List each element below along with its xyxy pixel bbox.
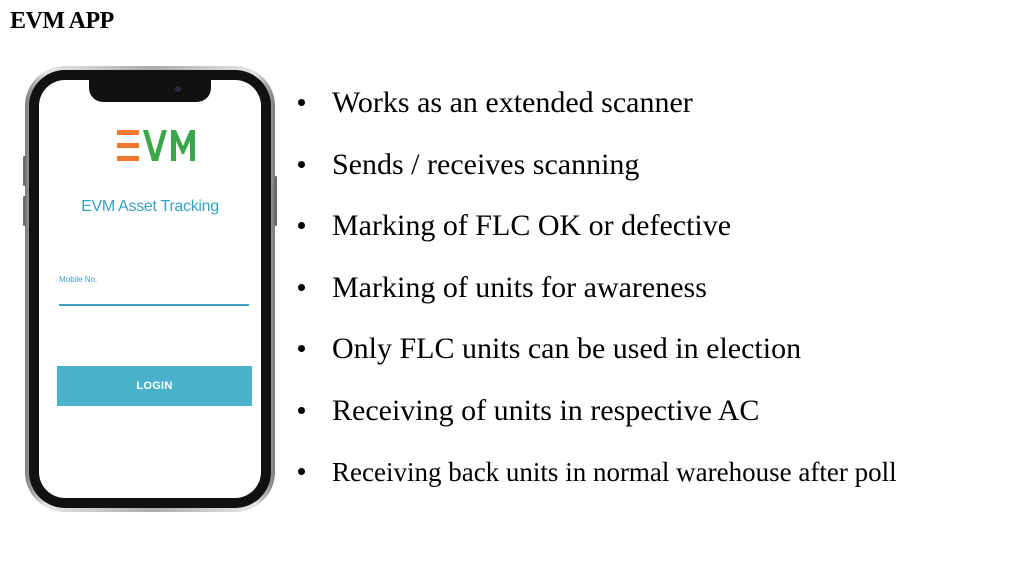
phone-mockup: EVM EVM Asset Tracking Mobile No. LOGIN: [23, 66, 277, 512]
mobile-number-input[interactable]: [59, 286, 249, 306]
login-button[interactable]: LOGIN: [57, 366, 252, 406]
phone-screen: EVM EVM Asset Tracking Mobile No. LOGIN: [39, 80, 261, 498]
camera-icon: [175, 86, 181, 92]
list-item: Works as an extended scanner: [298, 82, 1008, 144]
bullet-icon: [298, 99, 305, 106]
app-title: EVM Asset Tracking: [81, 198, 219, 215]
list-item: Only FLC units can be used in election: [298, 328, 1008, 390]
list-item-text: Sends / receives scanning: [332, 147, 640, 181]
list-item: Receiving of units in respective AC: [298, 390, 1008, 452]
list-item: Sends / receives scanning: [298, 144, 1008, 206]
phone-bezel: EVM EVM Asset Tracking Mobile No. LOGIN: [29, 70, 271, 508]
phone-notch: [89, 80, 211, 102]
feature-list: Works as an extended scanner Sends / rec…: [298, 82, 1008, 513]
phone-side-button: [23, 196, 26, 226]
bullet-icon: [298, 160, 305, 168]
list-item: Marking of FLC OK or defective: [298, 205, 1008, 267]
evm-logo: [117, 130, 195, 161]
list-item: Receiving back units in normal warehouse…: [298, 451, 1008, 513]
bullet-icon: [298, 345, 305, 352]
list-item-text: Only FLC units can be used in election: [332, 332, 802, 365]
slide-title: EVM APP: [10, 8, 114, 34]
evm-logo-text: EVM: [39, 80, 40, 81]
bullet-icon: [298, 283, 305, 291]
bullet-icon: [298, 468, 305, 475]
list-item-text: Marking of FLC OK or defective: [332, 209, 732, 242]
list-item: Marking of units for awareness: [298, 267, 1008, 329]
mobile-number-label: Mobile No.: [59, 275, 98, 284]
bullet-icon: [298, 222, 305, 229]
list-item-text: Marking of units for awareness: [332, 270, 707, 304]
list-item-text: Receiving of units in respective AC: [332, 393, 760, 427]
phone-side-button: [23, 156, 26, 186]
bullet-icon: [298, 406, 305, 414]
list-item-text: Receiving back units in normal warehouse…: [332, 457, 897, 487]
phone-side-button: [274, 176, 277, 226]
list-item-text: Works as an extended scanner: [332, 86, 693, 119]
